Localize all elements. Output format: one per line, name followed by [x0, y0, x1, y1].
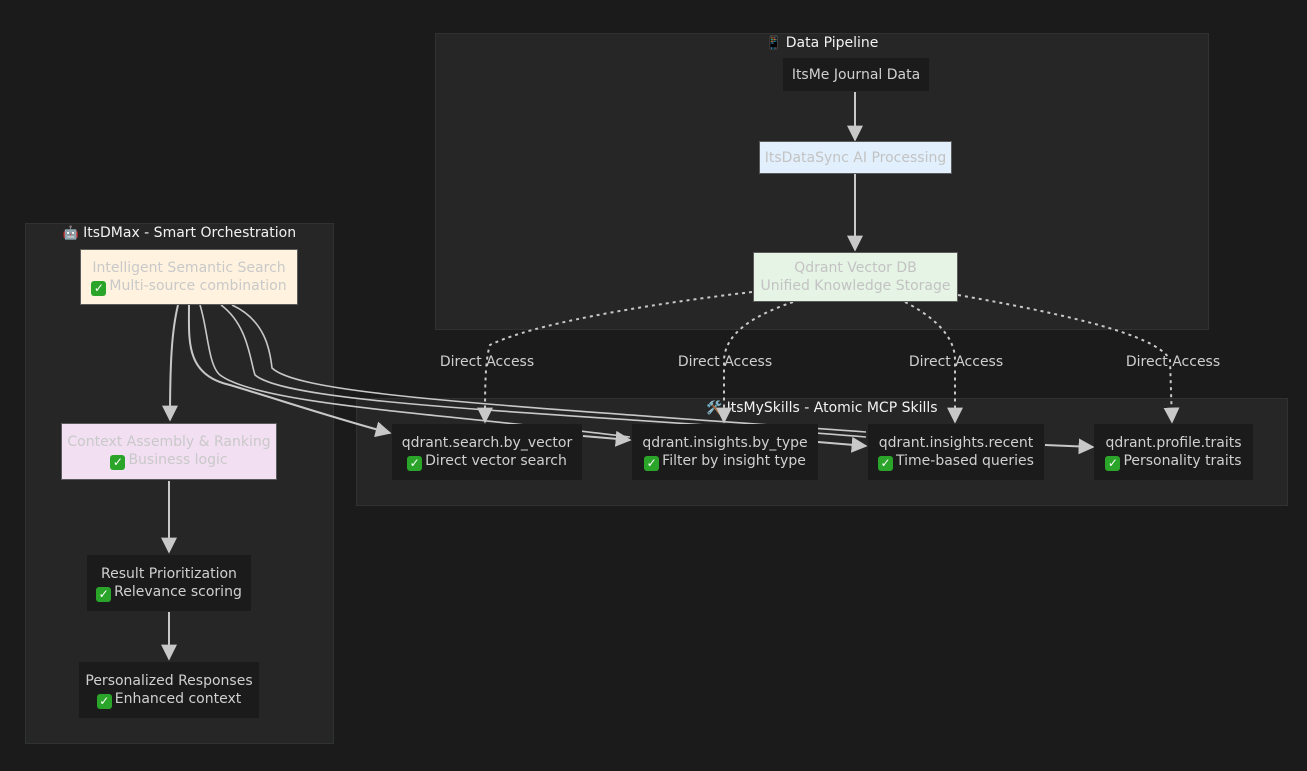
check-icon: ✓ [878, 455, 894, 471]
node-intelligent-semantic-search[interactable]: Intelligent Semantic Search ✓Multi-sourc… [80, 249, 298, 305]
edge-label-direct-access: Direct Access [439, 354, 535, 370]
node-sublabel-row: ✓Direct vector search [407, 452, 567, 471]
node-label: Personalized Responses [85, 672, 253, 689]
node-sublabel-row: ✓Time-based queries [878, 452, 1034, 471]
cluster-label: ItsDMax - Smart Orchestration [83, 225, 297, 241]
node-sublabel: Relevance scoring [114, 583, 242, 600]
cluster-label: Data Pipeline [785, 35, 879, 51]
node-label: qdrant.insights.recent [878, 434, 1034, 451]
cluster-itsdmax: 🤖ItsDMax - Smart Orchestration [25, 223, 334, 744]
edge-qdrant-to-by-vector [477, 291, 753, 424]
node-sublabel-row: ✓Multi-source combination [91, 277, 287, 296]
check-icon: ✓ [1105, 455, 1121, 471]
node-label: ItsMe Journal Data [791, 66, 921, 83]
node-sublabel: Enhanced context [114, 690, 242, 707]
cluster-label: ItsMySkills - Atomic MCP Skills [726, 400, 938, 416]
node-itsme-journal-data[interactable]: ItsMe Journal Data [783, 58, 929, 91]
node-qdrant-profile-traits[interactable]: qdrant.profile.traits ✓Personality trait… [1094, 424, 1253, 480]
node-sublabel: Personality traits [1123, 452, 1242, 469]
node-label: qdrant.insights.by_type [642, 434, 808, 451]
node-qdrant-insights-by-type[interactable]: qdrant.insights.by_type ✓Filter by insig… [632, 424, 818, 480]
check-icon: ✓ [96, 586, 112, 602]
node-sublabel: Unified Knowledge Storage [760, 278, 951, 294]
edge-semantic-to-by-type [199, 304, 631, 438]
check-icon: ✓ [644, 455, 660, 471]
check-icon: ✓ [110, 455, 126, 470]
node-personalized-responses[interactable]: Personalized Responses ✓Enhanced context [79, 662, 259, 718]
node-sublabel-row: ✓Relevance scoring [96, 583, 242, 602]
check-icon: ✓ [407, 455, 423, 471]
node-sublabel-row: ✓Enhanced context [96, 690, 242, 709]
check-icon: ✓ [91, 280, 107, 296]
node-sublabel: Multi-source combination [109, 277, 287, 294]
robot-icon: 🤖 [62, 226, 80, 241]
node-label: Qdrant Vector DB [794, 260, 917, 276]
edge-semantic-to-context [162, 304, 179, 422]
node-label: qdrant.search.by_vector [401, 434, 573, 451]
node-sublabel: Direct vector search [425, 452, 567, 469]
edge-label-direct-access: Direct Access [677, 354, 773, 370]
node-qdrant-insights-recent[interactable]: qdrant.insights.recent ✓Time-based queri… [868, 424, 1044, 480]
edge-qdrant-to-traits [957, 294, 1180, 424]
cluster-title-data-pipeline: 📱Data Pipeline [436, 35, 1208, 51]
node-label: Intelligent Semantic Search [92, 259, 286, 276]
edge-label-direct-access: Direct Access [908, 354, 1004, 370]
node-sublabel: Filter by insight type [662, 452, 806, 469]
node-label: ItsDataSync AI Processing [764, 149, 947, 166]
node-context-assembly-ranking[interactable]: Context Assembly & Ranking ✓Business log… [61, 423, 277, 480]
edge-semantic-to-by-vector [187, 304, 392, 438]
node-sublabel-row: ✓Personality traits [1105, 452, 1242, 471]
check-icon: ✓ [96, 693, 112, 709]
edge-by-type-to-recent [817, 436, 868, 453]
node-qdrant-search-by-vector[interactable]: qdrant.search.by_vector ✓Direct vector s… [392, 424, 582, 480]
edge-qdrant-to-by-type [716, 301, 794, 424]
edge-label-direct-access: Direct Access [1125, 354, 1221, 370]
edge-recent-to-traits [1044, 438, 1095, 455]
mobile-phone-icon: 📱 [765, 36, 782, 51]
node-label: qdrant.profile.traits [1105, 434, 1242, 451]
node-result-prioritization[interactable]: Result Prioritization ✓Relevance scoring [87, 555, 251, 611]
edge-by-vector-to-by-type [582, 430, 632, 447]
cluster-title-itsdmax: 🤖ItsDMax - Smart Orchestration [26, 225, 333, 241]
node-label: Result Prioritization [101, 565, 237, 582]
node-label: Context Assembly & Ranking [67, 434, 271, 450]
edge-semantic-to-traits [231, 304, 867, 433]
edge-semantic-to-recent [220, 304, 867, 438]
node-sublabel: Time-based queries [896, 452, 1034, 469]
node-itsdatasync-ai-processing[interactable]: ItsDataSync AI Processing [759, 141, 952, 174]
node-sublabel: Business logic [128, 452, 228, 468]
node-sublabel-row: ✓Business logic [110, 451, 228, 470]
node-qdrant-vector-db[interactable]: Qdrant Vector DB Unified Knowledge Stora… [753, 252, 958, 302]
edge-qdrant-to-recent [904, 301, 963, 424]
node-sublabel-row: ✓Filter by insight type [644, 452, 806, 471]
